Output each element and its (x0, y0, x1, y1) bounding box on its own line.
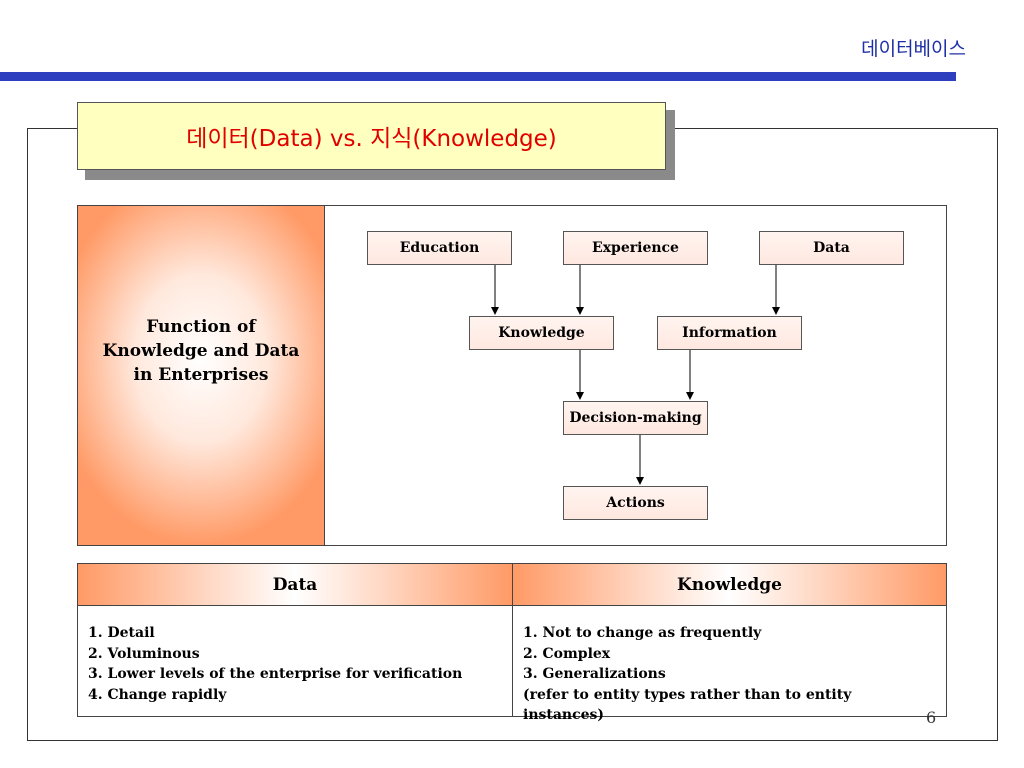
page-number: 6 (926, 708, 937, 727)
data-item: 2. Voluminous (88, 645, 200, 662)
knowledge-item: 2. Complex (523, 645, 611, 662)
data-item: 1. Detail (88, 625, 155, 641)
node-decision-making: Decision-making (563, 401, 708, 435)
slide-title: 데이터(Data) vs. 지식(Knowledge) (77, 102, 666, 170)
header-knowledge: Knowledge (513, 564, 946, 606)
comparison-table: Data Knowledge 1. Detail 2. Voluminous 3… (77, 563, 947, 723)
node-experience: Experience (563, 231, 708, 265)
function-label-line-1: Function of (146, 316, 256, 337)
function-label: Function of Knowledge and Data in Enterp… (101, 315, 301, 387)
node-data: Data (759, 231, 904, 265)
header-data: Data (78, 564, 512, 606)
column-divider (512, 564, 513, 716)
function-label-line-2: Knowledge and Data (102, 340, 300, 361)
flow-arrows (491, 265, 780, 485)
knowledge-cell: 1. Not to change as frequently 2. Comple… (513, 606, 946, 723)
function-diagram-panel: Function of Knowledge and Data in Enterp… (77, 205, 947, 546)
knowledge-item: 1. Not to change as frequently (523, 625, 762, 641)
data-item: 3. Lower levels of the enterprise for ve… (88, 666, 463, 682)
function-label-cell: Function of Knowledge and Data in Enterp… (78, 206, 325, 545)
node-actions: Actions (563, 486, 708, 520)
knowledge-item: 3. Generalizations (523, 666, 666, 682)
node-knowledge: Knowledge (469, 316, 614, 350)
function-label-line-3: in Enterprises (133, 364, 269, 385)
data-list: 1. Detail 2. Voluminous 3. Lower levels … (88, 623, 502, 705)
header-title: 데이터베이스 (861, 38, 966, 60)
header-bar (0, 72, 956, 81)
knowledge-item: (refer to entity types rather than to en… (523, 686, 852, 724)
knowledge-list: 1. Not to change as frequently 2. Comple… (523, 623, 936, 726)
node-education: Education (367, 231, 512, 265)
data-item: 4. Change rapidly (88, 686, 227, 703)
data-cell: 1. Detail 2. Voluminous 3. Lower levels … (78, 606, 512, 716)
node-information: Information (657, 316, 802, 350)
